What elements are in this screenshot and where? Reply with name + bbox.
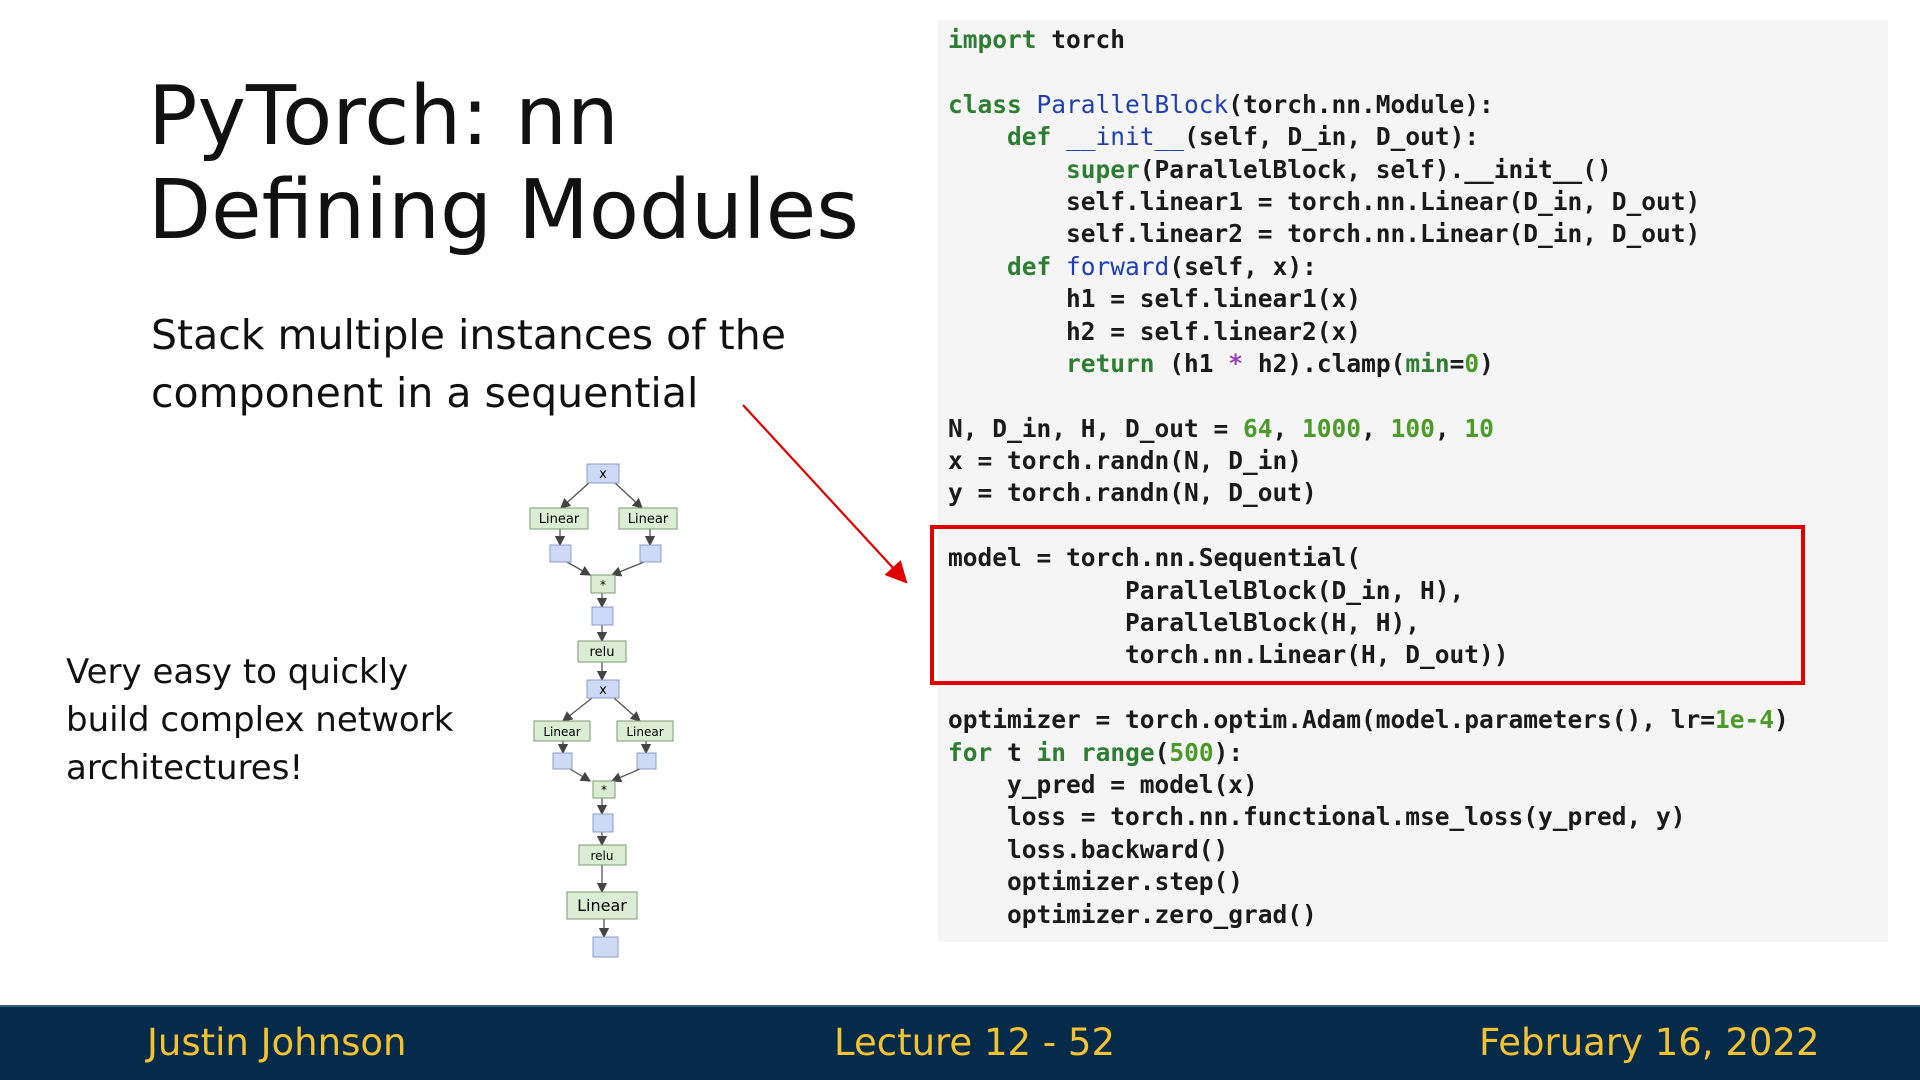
code-block: import torch class ParallelBlock(torch.n…: [948, 24, 1789, 931]
code-line: self.linear1 = torch.nn.Linear(D_in, D_o…: [948, 186, 1701, 216]
code-line: [948, 380, 1789, 412]
code-line: ParallelBlock(D_in, H),: [948, 575, 1465, 605]
note-line3: architectures!: [66, 748, 304, 788]
code-line: class ParallelBlock(torch.nn.Module):: [948, 89, 1494, 119]
note-line2: build complex network: [66, 700, 454, 740]
code-line: optimizer.step(): [948, 867, 1244, 897]
node-linear-d: Linear: [626, 725, 663, 739]
subtitle-line1: Stack multiple instances of the: [151, 311, 786, 359]
node-linear-c: Linear: [543, 725, 580, 739]
node-linear-final: Linear: [577, 896, 627, 915]
network-graph-diagram: x Linear Linear * relu x Linear Linear *…: [529, 404, 908, 958]
code-line: torch.nn.Linear(H, D_out)): [948, 640, 1509, 670]
code-line: model = torch.nn.Sequential(: [948, 543, 1362, 573]
pointer-arrow: [742, 404, 908, 584]
code-line: optimizer.zero_grad(): [948, 899, 1317, 929]
code-line: y = torch.randn(N, D_out): [948, 478, 1317, 508]
node-linear-b: Linear: [628, 512, 669, 527]
code-panel: [938, 20, 1888, 942]
code-line: super(ParallelBlock, self).__init__(): [1066, 154, 1612, 184]
footer-lecture: Lecture 12 - 52: [834, 1021, 1115, 1064]
slide-title-line1: PyTorch: nn: [148, 69, 619, 164]
note-line1: Very easy to quickly: [66, 652, 409, 692]
footer-author: Justin Johnson: [147, 1021, 407, 1064]
side-note: Very easy to quickly build complex netwo…: [66, 648, 453, 792]
code-line: x = torch.randn(N, D_in): [948, 446, 1303, 476]
slide-title-line2: Defining Modules: [148, 163, 859, 258]
code-line: return (h1 * h2).clamp(min=0): [1066, 348, 1494, 378]
code-line: y_pred = model(x): [948, 769, 1258, 799]
code-line: optimizer = torch.optim.Adam(model.param…: [948, 705, 1789, 735]
code-line: import torch: [948, 25, 1126, 54]
node-x1: x: [599, 467, 607, 482]
code-line: h2 = self.linear2(x): [948, 316, 1362, 346]
sequential-highlight-box: [930, 525, 1805, 685]
code-line: N, D_in, H, D_out = 64, 1000, 100, 10: [948, 413, 1494, 443]
node-mul1: *: [600, 578, 606, 592]
node-x2: x: [599, 683, 607, 698]
code-line: loss.backward(): [948, 834, 1229, 864]
code-line: ParallelBlock(H, H),: [948, 608, 1421, 638]
node-linear-a: Linear: [539, 512, 580, 527]
code-line: [948, 56, 1789, 88]
code-line: loss = torch.nn.functional.mse_loss(y_pr…: [948, 802, 1686, 832]
footer-bar: Justin Johnson Lecture 12 - 52 February …: [0, 1005, 1920, 1080]
node-relu2: relu: [591, 849, 614, 863]
slide-subtitle: Stack multiple instances of the componen…: [151, 306, 786, 422]
code-line: self.linear2 = torch.nn.Linear(D_in, D_o…: [948, 219, 1701, 249]
code-line: for t in range(500):: [948, 737, 1244, 767]
footer-date: February 16, 2022: [1479, 1021, 1820, 1064]
code-line: def forward(self, x):: [1007, 251, 1317, 281]
node-mul2: *: [601, 783, 607, 797]
code-line: h1 = self.linear1(x): [948, 284, 1362, 314]
subtitle-line2: component in a sequential: [151, 369, 699, 417]
node-relu1: relu: [590, 645, 615, 660]
code-line: def __init__(self, D_in, D_out):: [1007, 122, 1480, 152]
slide-title: PyTorch: nn Defining Modules: [148, 70, 859, 258]
